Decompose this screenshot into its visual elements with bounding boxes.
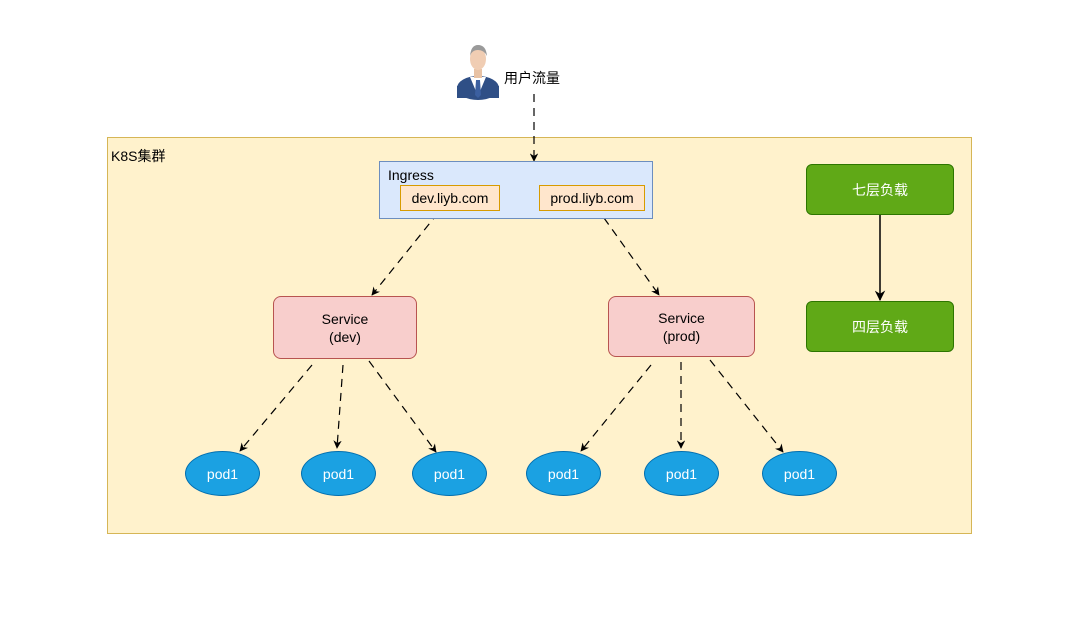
- edge-dev-pod-3: [368, 360, 437, 453]
- edge-dev-pod-2: [333, 364, 344, 449]
- host-prod[interactable]: prod.liyb.com: [539, 185, 645, 211]
- pod-prod-3[interactable]: pod1: [762, 451, 837, 496]
- service-prod[interactable]: Service (prod): [608, 296, 755, 357]
- edge-prod-pod-3: [709, 359, 784, 453]
- layer7-load-box[interactable]: 七层负载: [806, 164, 954, 215]
- host-dev[interactable]: dev.liyb.com: [400, 185, 500, 211]
- service-dev[interactable]: Service (dev): [273, 296, 417, 359]
- pod-dev-3[interactable]: pod1: [412, 451, 487, 496]
- edge-ingress-service-dev: [371, 212, 439, 296]
- service-dev-name: Service: [321, 310, 369, 327]
- layer4-load-box[interactable]: 四层负载: [806, 301, 954, 352]
- service-prod-name: Service: [658, 309, 705, 326]
- pod-prod-1[interactable]: pod1: [526, 451, 601, 496]
- pod-prod-2[interactable]: pod1: [644, 451, 719, 496]
- user-icon: [457, 45, 499, 100]
- service-prod-env: (prod): [662, 327, 701, 344]
- pod-dev-1[interactable]: pod1: [185, 451, 260, 496]
- ingress-label: Ingress: [388, 167, 434, 183]
- user-traffic-label: 用户流量: [504, 70, 560, 86]
- edge-prod-pod-1: [580, 364, 652, 452]
- cluster-label: K8S集群: [111, 148, 166, 164]
- edge-dev-pod-1: [239, 364, 313, 452]
- service-dev-env: (dev): [329, 328, 361, 345]
- edge-ingress-service-prod: [603, 217, 660, 296]
- pod-dev-2[interactable]: pod1: [301, 451, 376, 496]
